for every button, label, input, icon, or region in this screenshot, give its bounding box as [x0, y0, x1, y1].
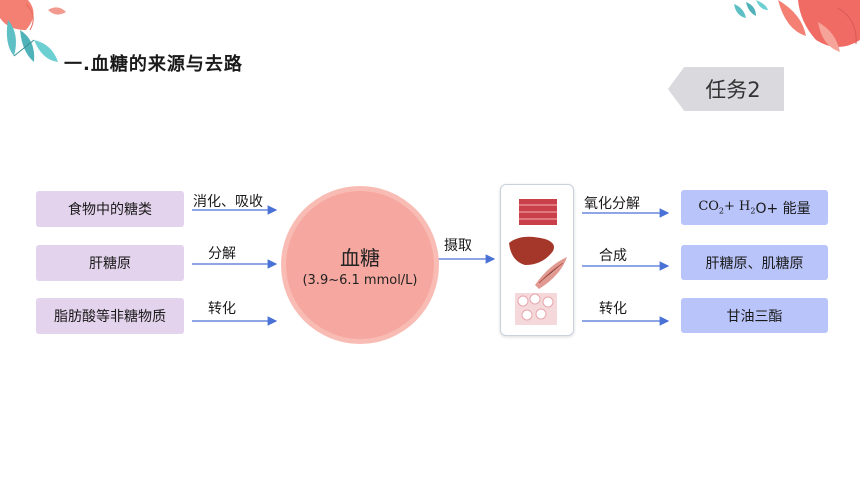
dest-co2: CO2+ H2: [698, 199, 756, 216]
source-box-dietary-sugar: 食物中的糖类: [36, 191, 184, 227]
liver-icon: [509, 236, 554, 265]
adipose-tissue-icon: [515, 293, 557, 325]
muscle-fiber-icon: [535, 257, 567, 289]
task-tag: 任务2: [668, 67, 784, 111]
source-box-non-sugar: 脂肪酸等非糖物质: [36, 298, 184, 334]
dest-box-glycogen: 肝糖原、肌糖原: [681, 245, 828, 280]
decorative-leaves-top-left-icon: [0, 0, 66, 62]
label-convert-in: 转化: [208, 301, 236, 317]
decorative-leaves-top-right-icon: [734, 0, 860, 52]
blood-sugar-node: 血糖 (3.9~6.1 mmol/L): [286, 191, 434, 339]
dest-energy-suffix: O+ 能量: [755, 200, 811, 217]
label-convert-out: 转化: [599, 301, 627, 317]
label-oxidation: 氧化分解: [584, 196, 640, 212]
source-box-liver-glycogen: 肝糖原: [36, 245, 184, 281]
label-digest-absorb: 消化、吸收: [193, 194, 263, 210]
blood-sugar-range: (3.9~6.1 mmol/L): [302, 273, 418, 288]
dest-box-triglyceride: 甘油三酯: [681, 298, 828, 333]
label-decompose: 分解: [208, 246, 236, 262]
page-title: 一.血糖的来源与去路: [64, 54, 243, 75]
tissue-panel: [500, 184, 574, 336]
label-synthesis: 合成: [599, 248, 627, 264]
muscle-tissue-icon: [519, 199, 557, 225]
label-uptake: 摄取: [444, 238, 472, 254]
blood-sugar-label: 血糖: [340, 246, 380, 270]
